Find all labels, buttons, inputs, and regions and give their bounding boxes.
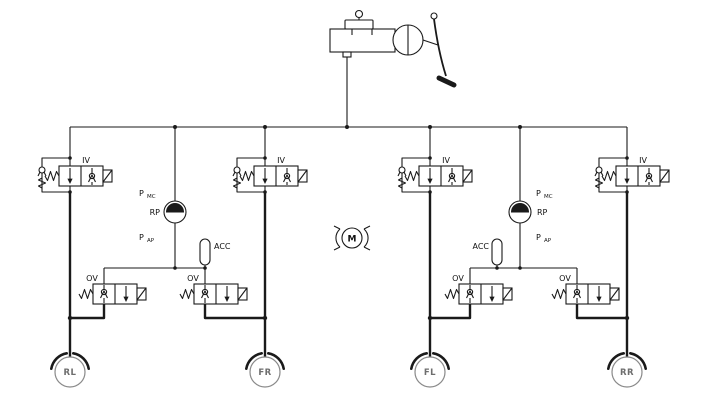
- wheel-label-fr: FR: [258, 368, 271, 378]
- inlet-valve-rr: [594, 155, 670, 195]
- pedal-pad: [436, 75, 457, 88]
- ov-label-fl: OV: [452, 274, 464, 283]
- pmc-left-sub: MC: [147, 194, 156, 200]
- wheel-label-fl: FL: [424, 368, 436, 378]
- master-cylinder-body: [329, 28, 396, 53]
- fl-outlet-bottom-line: [430, 304, 472, 320]
- wheel-label-rl: RL: [64, 368, 77, 378]
- master-cylinder-assembly: [329, 9, 457, 88]
- outlet-valve-fl: [444, 283, 513, 305]
- acc-label-right: ACC: [472, 242, 489, 251]
- pap-right-sub: AP: [544, 238, 552, 244]
- pedal-pivot: [430, 12, 438, 20]
- motor-coupling-right-icon: [363, 225, 371, 251]
- iv-label-rr: IV: [639, 156, 647, 165]
- pmc-left-symbol: P: [139, 189, 144, 198]
- pedal-arm: [433, 18, 447, 77]
- inlet-valve-rl: [37, 155, 113, 195]
- outlet-valve-rl: [78, 283, 147, 305]
- motor-label: M: [348, 235, 357, 245]
- rl-outlet-bottom-line: [70, 304, 106, 320]
- ov-label-rl: OV: [86, 274, 98, 283]
- pmc-right-symbol: P: [536, 189, 541, 198]
- pump-motor: M: [333, 225, 371, 251]
- labels: IV IV IV IV OV OV OV OV P MC RP P AP P M…: [64, 156, 648, 378]
- fluid-reservoir: [344, 19, 374, 30]
- motor-coupling-left-icon: [333, 225, 341, 251]
- return-pump-right: [508, 200, 532, 224]
- junction-dots: [67, 125, 630, 321]
- fr-outlet-bottom-line: [203, 304, 265, 320]
- ov-label-rr: OV: [559, 274, 571, 283]
- pap-right-symbol: P: [536, 233, 541, 242]
- acc-label-left: ACC: [214, 242, 231, 251]
- pap-left-symbol: P: [139, 233, 144, 242]
- master-cylinder-port: [342, 51, 352, 58]
- iv-label-fr: IV: [277, 156, 285, 165]
- rp-label-left: RP: [150, 208, 161, 217]
- wheel-circuit-lines: [68, 192, 629, 357]
- pap-left-sub: AP: [147, 238, 155, 244]
- reservoir-cap-icon: [354, 9, 364, 19]
- outlet-valve-fr: [179, 283, 248, 305]
- outlet-valve-rr: [551, 283, 620, 305]
- accumulator-left: [199, 238, 211, 269]
- rp-label-right: RP: [537, 208, 548, 217]
- inlet-valve-fl: [397, 155, 473, 195]
- pmc-right-sub: MC: [544, 194, 553, 200]
- ov-label-fr: OV: [187, 274, 199, 283]
- accumulator-right: [491, 238, 503, 269]
- return-pump-left: [163, 200, 187, 224]
- supply-lines: [69, 57, 628, 284]
- iv-label-rl: IV: [82, 156, 90, 165]
- iv-label-fl: IV: [442, 156, 450, 165]
- rr-outlet-bottom-line: [575, 304, 627, 320]
- inlet-valve-fr: [232, 155, 308, 195]
- wheel-label-rr: RR: [620, 368, 634, 378]
